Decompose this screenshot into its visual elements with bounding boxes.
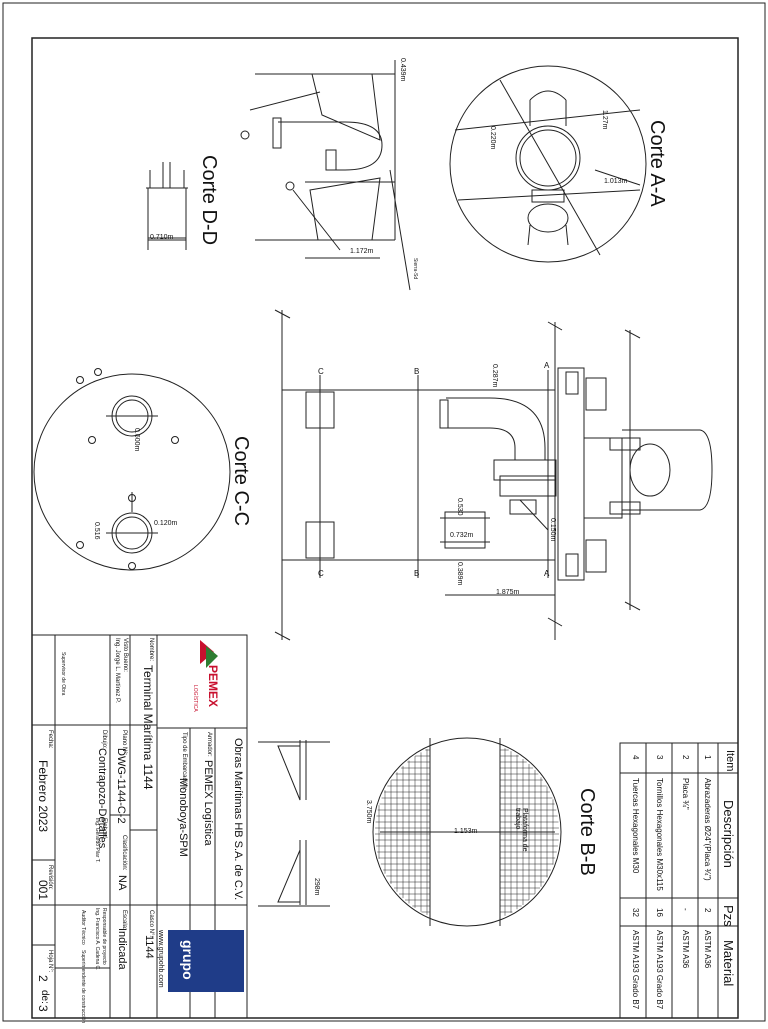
responsable-label: Responsable de proyecto bbox=[101, 908, 107, 965]
hoja-label: Hoja N°: bbox=[47, 950, 53, 973]
dim-127: 1.27m bbox=[601, 110, 608, 130]
bom-cell-item: 4 bbox=[631, 755, 640, 760]
pemex-logo bbox=[200, 640, 218, 668]
supervisor-obra-label: Supervisor de Obra bbox=[60, 652, 66, 696]
label-plataforma: Plataforma de trabajo bbox=[514, 808, 528, 852]
escala-label: Escala: bbox=[121, 910, 127, 930]
axis-label-b-top: B bbox=[414, 367, 420, 376]
bom-cell-item: 2 bbox=[681, 755, 690, 760]
clasif-label: Clasificación: bbox=[121, 835, 127, 871]
dim-1172: 1.172m bbox=[350, 248, 374, 255]
elaboro-value: Ing. Gerardo Pilar T. bbox=[94, 818, 100, 863]
elaboro-label: Elaboró bbox=[101, 818, 107, 839]
armador-value: PEMEX Logística bbox=[202, 760, 214, 846]
dim-1875: 1.875m bbox=[496, 589, 520, 596]
bom-header-desc: Descripción bbox=[721, 800, 736, 868]
bom-cell-pzs: 32 bbox=[631, 908, 640, 917]
armador-label: Armador: bbox=[206, 732, 212, 757]
bom-cell-desc: Tornillos Hexagonales M30x115 bbox=[655, 778, 664, 891]
responsable-value: Ing. Francisco A. Cadena C. bbox=[94, 908, 100, 971]
visto-value: Ing. Jorge L. Martínez P. bbox=[114, 638, 120, 703]
dim-0389: 0.389m bbox=[456, 562, 463, 586]
dim-1153: 1.153m bbox=[454, 828, 478, 835]
grating-pattern bbox=[375, 748, 559, 916]
corte-cc-view bbox=[33, 368, 231, 571]
bom-header-item: Item bbox=[724, 750, 736, 772]
label-soldadura: Sierra-Sd bbox=[412, 258, 418, 280]
pemex-logistica: LOGÍSTICA bbox=[192, 685, 198, 712]
section-title-cc: Corte C-C bbox=[230, 436, 252, 527]
grupo-hb-logo bbox=[168, 930, 244, 992]
nombre-label: Nombre: bbox=[148, 638, 154, 662]
bom-cell-mat: ASTM A193 Grado B7 bbox=[655, 930, 664, 1010]
bom-cell-item: 1 bbox=[703, 755, 712, 760]
section-title-aa: Corte A-A bbox=[646, 120, 668, 207]
web-address: www.grupohb.com bbox=[157, 930, 164, 988]
casco-label: Casco N°: bbox=[148, 910, 154, 938]
corte-aa-view bbox=[449, 65, 647, 263]
nombre-value: Terminal Marítima 1144 bbox=[141, 665, 155, 790]
dim-298: 298m bbox=[313, 878, 320, 896]
dibujo-label: Dibujo: bbox=[101, 730, 107, 749]
casco-value: 1144 bbox=[143, 935, 155, 959]
dim-0287: 0.287m bbox=[491, 364, 498, 388]
bom-cell-mat: ASTM A36 bbox=[681, 930, 690, 969]
axis-label-a-top: A bbox=[544, 361, 550, 370]
title-block-frame bbox=[31, 634, 248, 1019]
dim-0710: 0.710m bbox=[150, 234, 174, 241]
bom-cell-desc: Abrazaderas Ø24"(Placa ¾") bbox=[703, 778, 712, 881]
main-elevation-view bbox=[274, 309, 713, 641]
fecha-label: Fecha: bbox=[47, 730, 53, 749]
axis-label-c-top: C bbox=[318, 367, 324, 376]
bom-cell-mat: ASTM A193 Grado B7 bbox=[631, 930, 640, 1010]
pemex-wordmark: PEMEX bbox=[206, 665, 220, 708]
tipo-value: Monoboya-SPM bbox=[177, 778, 189, 857]
detail-side-view bbox=[240, 60, 411, 291]
dim-0220: 0.220m bbox=[489, 126, 496, 150]
bom-cell-pzs: 16 bbox=[655, 908, 664, 917]
dim-1013: 1.013m bbox=[604, 178, 628, 185]
de-label: de: bbox=[39, 990, 50, 1004]
axis-label-b-bottom: B bbox=[414, 569, 420, 578]
dim-0600: 0.600m bbox=[133, 428, 140, 452]
supervisor-label: Superintendente de construcción bbox=[80, 950, 86, 1024]
dim-0516: 0.516 bbox=[93, 522, 100, 540]
section-title-dd: Corte D-D bbox=[198, 155, 220, 246]
dim-3750: 3.750m bbox=[365, 800, 372, 824]
bom-header-mat: Material bbox=[721, 940, 736, 987]
visto-label: Visto Bueno: bbox=[122, 638, 128, 672]
axis-label-c-bottom: C bbox=[318, 569, 324, 578]
escala-value: Indicada bbox=[116, 928, 128, 970]
bom-header-pzs: Pzs bbox=[721, 905, 736, 927]
revision-value: 001 bbox=[36, 880, 50, 901]
dim-0732: 0.732m bbox=[450, 532, 474, 539]
dim-0439: 0.439m bbox=[399, 58, 406, 82]
grupo-hb-wordmark: grupo bbox=[180, 940, 196, 980]
bom-cell-pzs: - bbox=[681, 908, 690, 911]
corte-dd-view bbox=[146, 162, 188, 250]
bracket-detail-view bbox=[258, 740, 330, 907]
dim-0530: 0.530 bbox=[456, 498, 463, 516]
bom-cell-pzs: 2 bbox=[703, 908, 712, 913]
dim-0150: 0.150m bbox=[549, 518, 556, 542]
fecha-value: Febrero 2023 bbox=[36, 760, 50, 833]
clasif-value: NA bbox=[116, 875, 128, 891]
auditor-label: Auditor Técnico bbox=[80, 910, 86, 945]
plano-value: DWG-1144-C-2 bbox=[115, 748, 127, 824]
bom-cell-item: 3 bbox=[655, 755, 664, 760]
section-title-bb: Corte B-B bbox=[576, 788, 598, 876]
hoja-value: 2 bbox=[36, 975, 50, 982]
dim-0120: 0.120m bbox=[154, 520, 178, 527]
bom-cell-desc: Placa ¾" bbox=[681, 778, 690, 810]
bom-cell-desc: Tuercas Hexagonales M30 bbox=[631, 778, 640, 874]
de-value: 3 bbox=[36, 1005, 50, 1012]
inner-border bbox=[31, 37, 739, 1019]
company-name: Obras Marítimas HB S.A. de C.V. bbox=[232, 738, 244, 901]
axis-label-a-bottom: A bbox=[544, 569, 550, 578]
bom-table-frame bbox=[619, 742, 739, 1019]
bom-cell-mat: ASTM A36 bbox=[703, 930, 712, 969]
